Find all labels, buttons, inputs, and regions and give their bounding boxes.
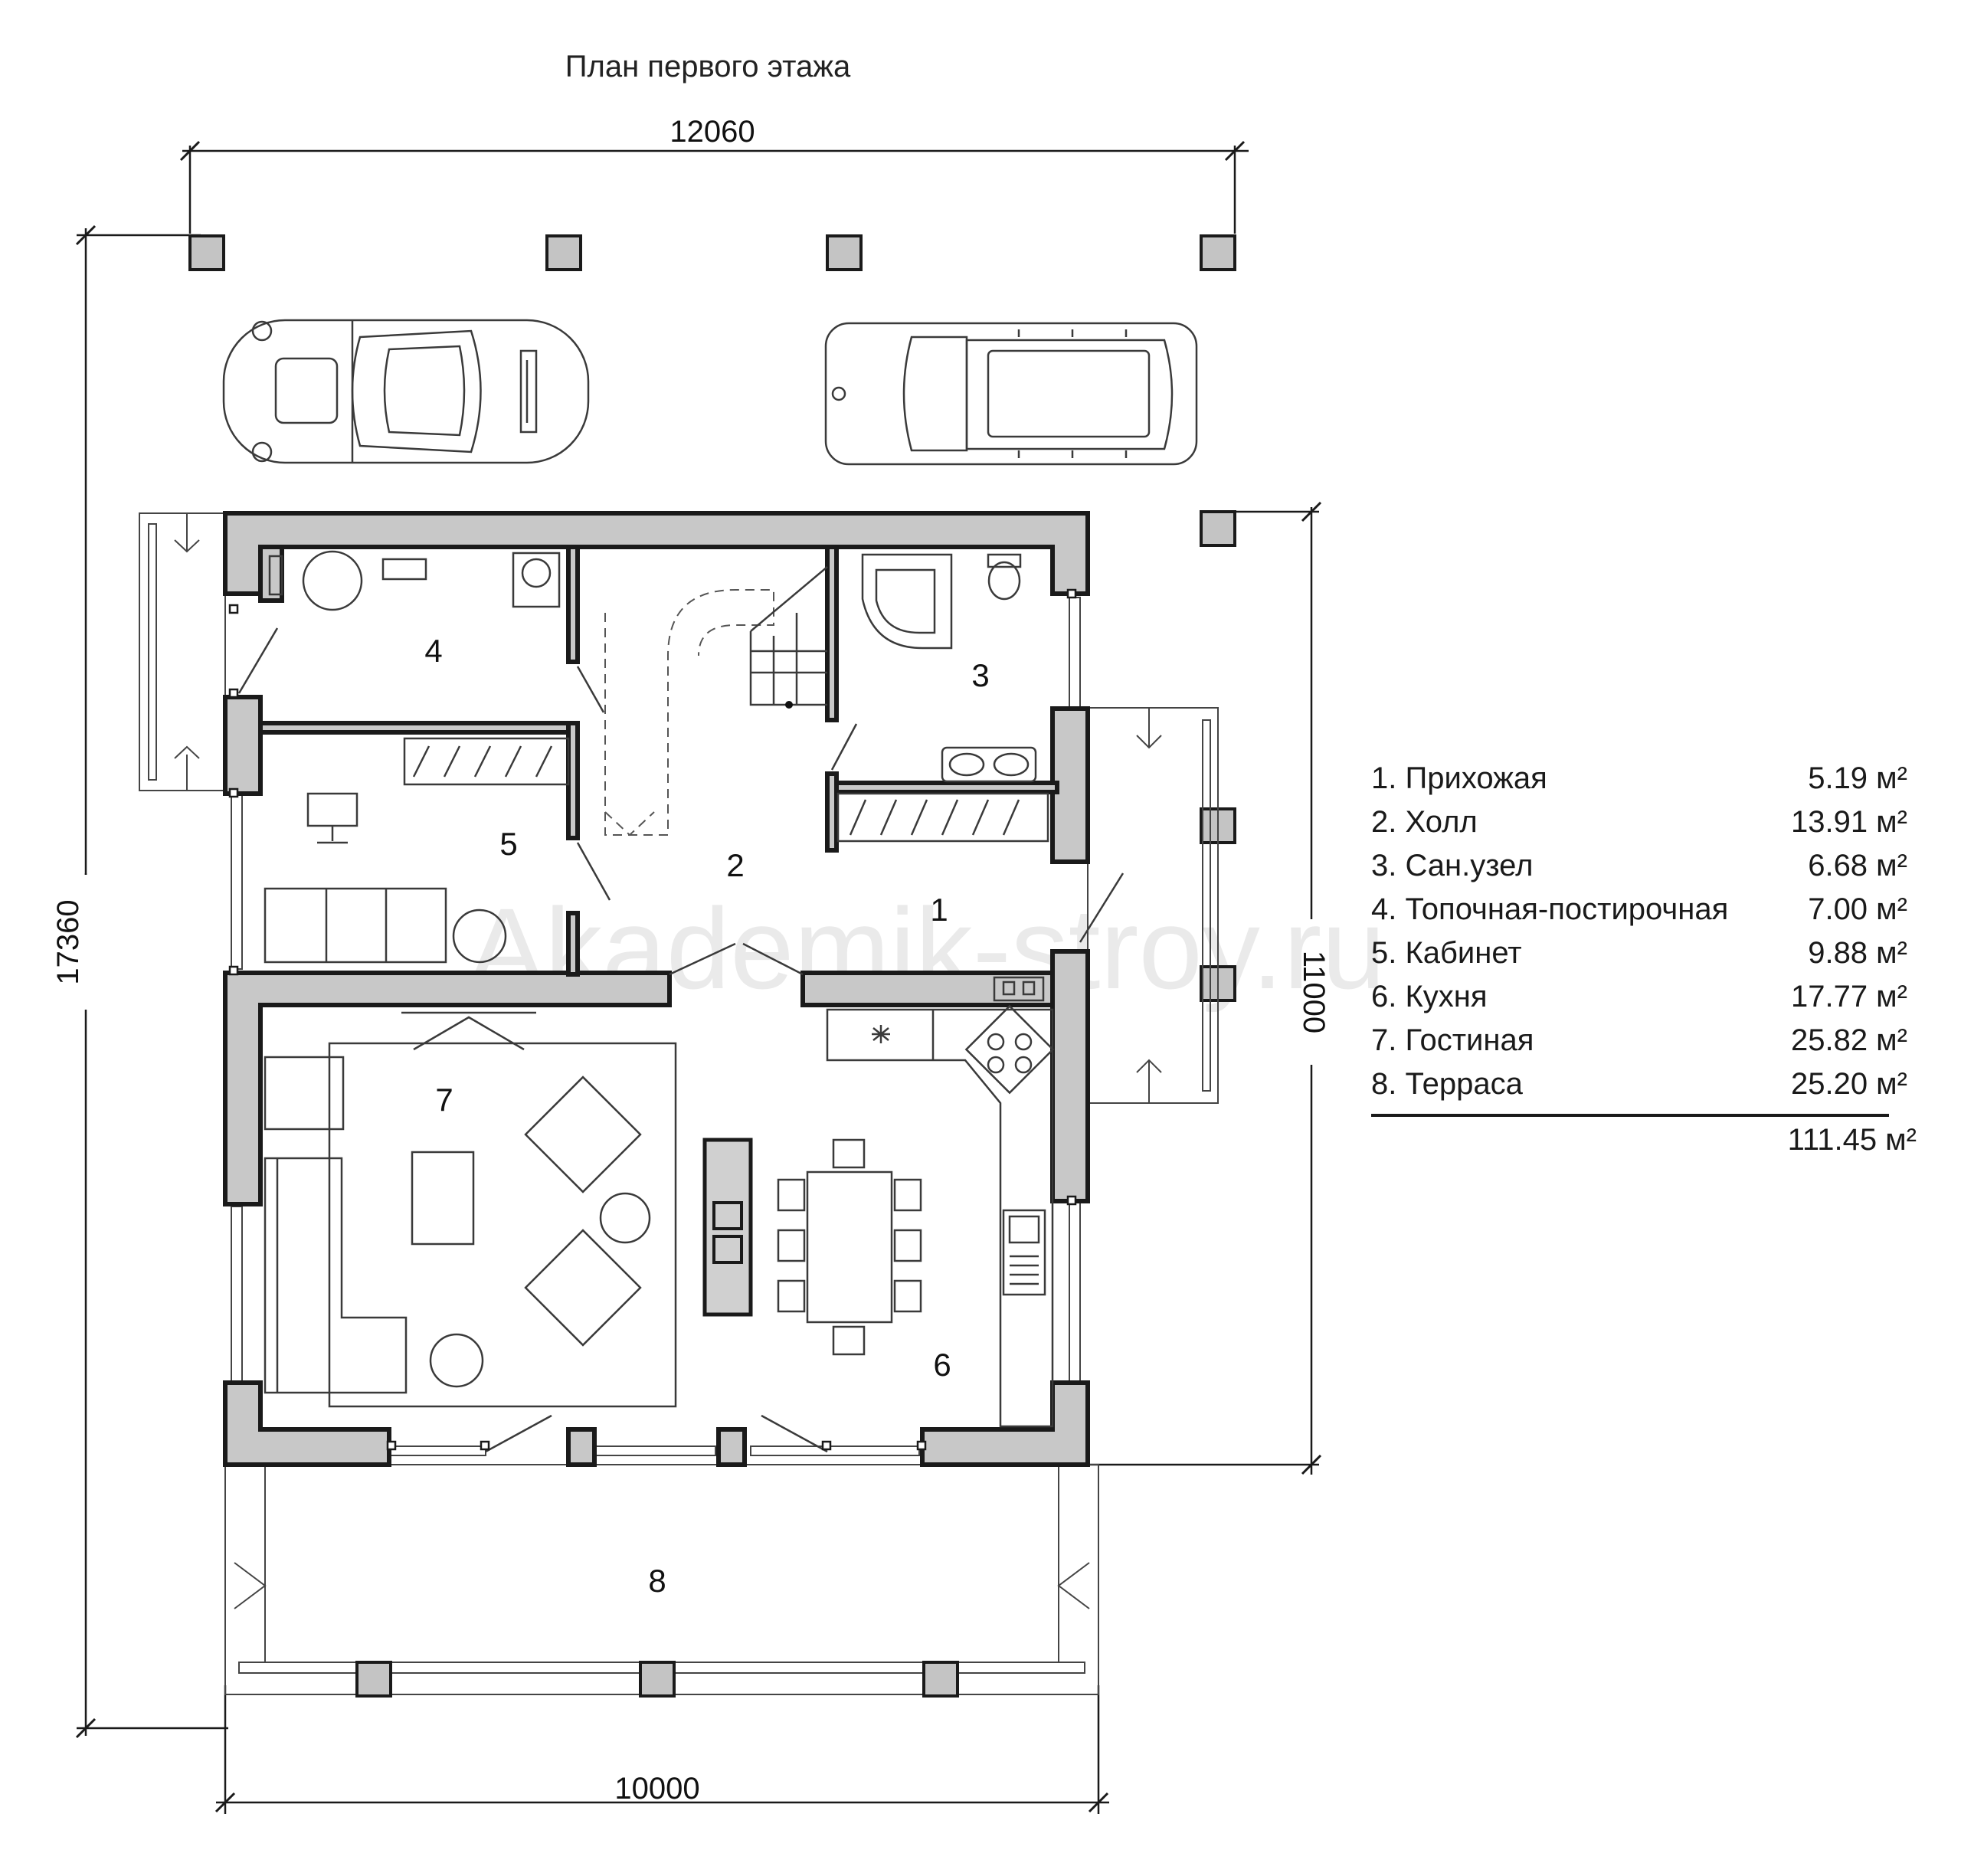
inner-partitions: [258, 545, 1059, 977]
room-legend: 1. Прихожая 5.19 м² 2. Холл 13.91 м² 3. …: [1371, 757, 1917, 1163]
legend-room-area: 5.19 м²: [1808, 761, 1907, 795]
legend-row: 8. Терраса 25.20 м²: [1371, 1062, 1907, 1106]
legend-room-area: 25.82 м²: [1790, 1023, 1907, 1057]
right-porch: [1087, 707, 1219, 1104]
doors: [237, 627, 1125, 1453]
legend-room-name: 6. Кухня: [1371, 980, 1488, 1013]
kitchen-island: [702, 1138, 753, 1317]
room-label-3: 3: [971, 657, 989, 693]
dimension-top-label: 12060: [669, 115, 755, 149]
kitchen-fixtures: [826, 976, 1055, 1428]
legend-room-area: 7.00 м²: [1808, 892, 1907, 926]
office-fixtures: [264, 737, 570, 964]
car-suv: [824, 322, 1198, 466]
legend-row: 7. Гостиная 25.82 м²: [1371, 1019, 1907, 1062]
dining-table: [777, 1138, 922, 1356]
terrace-columns: [355, 1661, 959, 1698]
legend-room-name: 2. Холл: [1371, 805, 1478, 839]
plan-title: План первого этажа: [565, 50, 851, 83]
boiler-room-fixtures: [268, 550, 561, 611]
legend-room-name: 4. Топочная-постирочная: [1371, 892, 1729, 926]
bathroom-fixtures: [836, 553, 1049, 843]
legend-row: 4. Топочная-постирочная 7.00 м²: [1371, 888, 1907, 931]
room-label-4: 4: [424, 633, 442, 669]
legend-row: 1. Прихожая 5.19 м²: [1371, 757, 1907, 800]
left-porch: [139, 512, 226, 791]
legend-room-area: 9.88 м²: [1808, 936, 1907, 970]
outer-walls: [223, 511, 1090, 1467]
car-coupe: [222, 319, 590, 464]
legend-room-area: 13.91 м²: [1790, 805, 1907, 839]
room-label-5: 5: [499, 826, 517, 862]
legend-row: 6. Кухня 17.77 м²: [1371, 975, 1907, 1019]
dimension-bottom-label: 10000: [614, 1772, 699, 1806]
dimension-bottom: 10000: [214, 1685, 1109, 1814]
legend-room-name: 3. Сан.узел: [1371, 849, 1534, 882]
dimension-right: 11000: [1088, 501, 1331, 1475]
room-label-1: 1: [930, 892, 948, 928]
legend-total-area: 111.45 м²: [1787, 1123, 1917, 1157]
legend-room-name: 5. Кабинет: [1371, 936, 1522, 970]
dimension-left: 17360: [51, 224, 228, 1739]
dimension-right-label: 11000: [1297, 951, 1331, 1033]
room-labels: 1 2 3 4 5 6 7 8: [424, 633, 989, 1599]
legend-room-area: 6.68 м²: [1808, 849, 1907, 882]
legend-room-area: 17.77 м²: [1790, 980, 1907, 1013]
room-label-6: 6: [933, 1347, 951, 1383]
wall-nodes: [228, 588, 1077, 1451]
legend-room-name: 8. Терраса: [1371, 1067, 1523, 1101]
legend-row: 5. Кабинет 9.88 м²: [1371, 931, 1907, 975]
legend-total-divider: [1371, 1114, 1889, 1117]
dimension-top: 12060: [179, 115, 1249, 234]
legend-room-area: 25.20 м²: [1790, 1067, 1907, 1101]
legend-room-name: 7. Гостиная: [1371, 1023, 1534, 1057]
living-room-fixtures: [264, 1011, 677, 1408]
room-label-7: 7: [435, 1082, 453, 1118]
room-label-8: 8: [648, 1563, 666, 1599]
room-label-2: 2: [726, 847, 744, 883]
stairs: [604, 566, 828, 837]
legend-row: 2. Холл 13.91 м²: [1371, 800, 1907, 844]
legend-row: 3. Сан.узел 6.68 м²: [1371, 844, 1907, 888]
dimension-left-label: 17360: [51, 899, 85, 984]
legend-room-name: 1. Прихожая: [1371, 761, 1547, 795]
